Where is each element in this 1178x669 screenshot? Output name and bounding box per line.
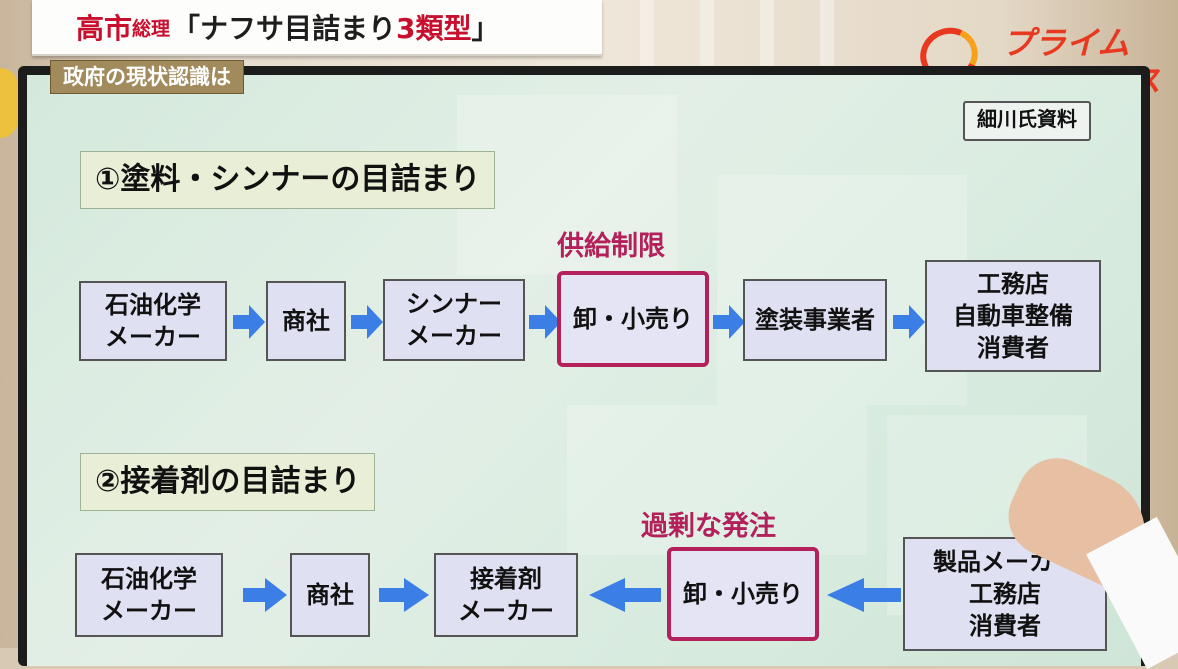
background-stripe (640, 0, 654, 70)
background-stripe (760, 0, 774, 70)
flow2-node: 石油化学 メーカー (75, 553, 223, 637)
arrow-right-icon (529, 305, 561, 339)
bg-tile (567, 405, 867, 555)
arrow-right-icon (379, 578, 429, 612)
background-stripe (820, 0, 834, 70)
headline-name: 高市 (76, 12, 133, 45)
flow1-node-highlight: 卸・小売り (557, 271, 709, 367)
headline-text: 「ナフサ目詰まり (172, 12, 397, 45)
flow2-node: 接着剤 メーカー (434, 553, 578, 637)
flow1-node: 工務店 自動車整備 消費者 (925, 260, 1101, 372)
subtitle-tag: 政府の現状認識は (50, 60, 244, 94)
flow1-node: 商社 (266, 281, 346, 361)
flow1-node: 塗装事業者 (743, 279, 887, 361)
flow2-node: 商社 (290, 553, 370, 637)
section2-callout: 過剰な発注 (641, 511, 776, 542)
arrow-right-icon (243, 578, 287, 612)
section1-title: ①塗料・シンナーの目詰まり (80, 151, 496, 209)
arrow-left-icon (827, 578, 901, 612)
headline-role: 総理 (132, 17, 171, 40)
headline-close: 」 (471, 12, 500, 45)
flow1-node: シンナー メーカー (383, 279, 525, 361)
arrow-left-icon (589, 578, 661, 612)
arrow-right-icon (351, 305, 383, 339)
headline-banner: 高市 総理 「ナフサ目詰まり 3類型 」 (32, 0, 602, 56)
flow2-node-highlight: 卸・小売り (667, 547, 819, 641)
section2-title: ②接着剤の目詰まり (80, 453, 376, 511)
background-stripe (700, 0, 714, 70)
flow1-node: 石油化学 メーカー (79, 281, 227, 361)
display-board: 細川氏資料 ①塗料・シンナーの目詰まり 供給制限 石油化学 メーカー 商社 シン… (18, 66, 1150, 666)
arrow-right-icon (713, 305, 745, 339)
section1-callout: 供給制限 (557, 231, 665, 262)
board-screen: 細川氏資料 ①塗料・シンナーの目詰まり 供給制限 石油化学 メーカー 商社 シン… (27, 75, 1141, 666)
decor-leaf (0, 68, 18, 138)
headline-count: 3類型 (396, 12, 472, 45)
source-label: 細川氏資料 (963, 101, 1091, 141)
arrow-right-icon (893, 305, 925, 339)
arrow-right-icon (233, 305, 265, 339)
logo-line1: プライム (1002, 24, 1130, 62)
